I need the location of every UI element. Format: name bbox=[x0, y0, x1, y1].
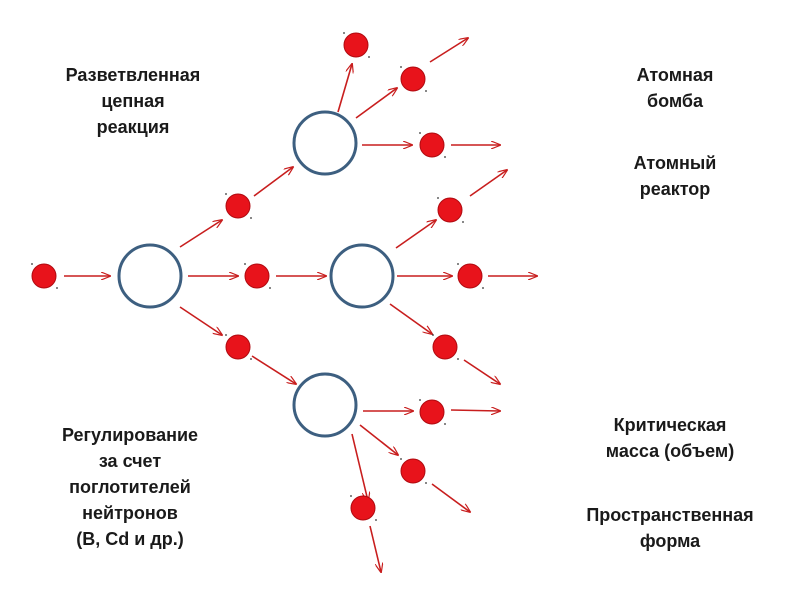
neutron-dot bbox=[56, 287, 58, 289]
nucleus bbox=[292, 372, 358, 438]
label-line: Пространственная bbox=[586, 505, 754, 525]
neutron-dot bbox=[269, 287, 271, 289]
neutron-ball bbox=[350, 495, 376, 521]
label-line: цепная bbox=[101, 91, 165, 111]
neutron-path-arrow bbox=[351, 433, 368, 501]
neutrons-layer bbox=[31, 32, 484, 521]
neutron-ball bbox=[244, 263, 270, 289]
neutron-ball bbox=[225, 193, 251, 219]
neutron-dot bbox=[457, 358, 459, 360]
neutron-ball bbox=[437, 197, 463, 223]
label-line: реакция bbox=[96, 117, 170, 137]
neutron-ball bbox=[419, 132, 445, 158]
neutron-path-arrow bbox=[355, 88, 397, 119]
neutron-ball bbox=[457, 263, 483, 289]
neutron-path-arrow bbox=[469, 170, 507, 197]
neutron bbox=[400, 66, 427, 92]
label-line: реактор bbox=[639, 179, 711, 199]
neutron bbox=[419, 399, 446, 425]
neutron bbox=[225, 334, 252, 360]
neutron-path-arrow bbox=[359, 424, 398, 455]
neutron-dot bbox=[425, 90, 427, 92]
neutron-path-arrow bbox=[395, 220, 436, 249]
neutron-path-arrow bbox=[369, 525, 381, 572]
neutron-dot bbox=[444, 156, 446, 158]
neutron-dot bbox=[225, 334, 227, 336]
neutron-dot bbox=[225, 193, 227, 195]
label-line: Регулирование bbox=[61, 425, 199, 445]
label-line: масса (объем) bbox=[605, 441, 735, 461]
neutron bbox=[225, 193, 252, 219]
neutron-ball bbox=[400, 66, 426, 92]
label-line: Разветвленная bbox=[65, 65, 201, 85]
neutron-ball bbox=[225, 334, 251, 360]
neutron-path-arrow bbox=[253, 167, 293, 197]
label-line: за счет bbox=[98, 451, 162, 471]
neutron-path-arrow bbox=[179, 306, 222, 335]
neutron-dot bbox=[462, 221, 464, 223]
nuclei-layer bbox=[117, 110, 395, 438]
neutron-dot bbox=[31, 263, 33, 265]
nucleus bbox=[329, 243, 395, 309]
neutron-dot bbox=[444, 423, 446, 425]
neutron bbox=[432, 334, 459, 360]
neutron-dot bbox=[244, 263, 246, 265]
label-line: бомба bbox=[646, 91, 704, 111]
neutron-dot bbox=[250, 217, 252, 219]
neutron bbox=[437, 197, 464, 223]
label-atomic-reactor: Атомный реактор bbox=[590, 150, 760, 202]
neutron-dot bbox=[419, 132, 421, 134]
arrows-layer bbox=[64, 38, 537, 572]
label-line: (B, Cd и др.) bbox=[76, 529, 184, 549]
neutron-dot bbox=[350, 495, 352, 497]
neutron-path-arrow bbox=[463, 359, 500, 384]
neutron-dot bbox=[250, 358, 252, 360]
neutron-path-arrow bbox=[450, 410, 500, 411]
label-line: Атомная bbox=[636, 65, 714, 85]
neutron-dot bbox=[375, 519, 377, 521]
neutron-dot bbox=[482, 287, 484, 289]
neutron-path-arrow bbox=[389, 303, 432, 334]
neutron bbox=[419, 132, 446, 158]
nucleus bbox=[292, 110, 358, 176]
neutron-dot bbox=[400, 66, 402, 68]
neutron-ball bbox=[343, 32, 369, 58]
label-branched-chain-reaction: Разветвленная цепная реакция bbox=[38, 62, 228, 140]
neutron-path-arrow bbox=[179, 220, 222, 248]
neutron-ball bbox=[31, 263, 57, 289]
label-line: Критическая bbox=[613, 415, 727, 435]
neutron-path-arrow bbox=[429, 38, 468, 63]
label-line: нейтронов bbox=[82, 503, 178, 523]
neutron bbox=[244, 263, 271, 289]
label-spatial-form: Пространственная форма bbox=[555, 502, 785, 554]
neutron-dot bbox=[432, 334, 434, 336]
label-atomic-bomb: Атомная бомба bbox=[590, 62, 760, 114]
label-regulation: Регулирование за счет поглотителей нейтр… bbox=[30, 422, 230, 552]
label-line: поглотителей bbox=[69, 477, 191, 497]
neutron-dot bbox=[368, 56, 370, 58]
neutron-dot bbox=[437, 197, 439, 199]
label-critical-mass: Критическая масса (объем) bbox=[570, 412, 770, 464]
neutron bbox=[350, 495, 377, 521]
neutron-path-arrow bbox=[251, 355, 296, 384]
label-line: Атомный bbox=[633, 153, 717, 173]
nucleus bbox=[117, 243, 183, 309]
neutron-dot bbox=[419, 399, 421, 401]
neutron-dot bbox=[425, 482, 427, 484]
neutron-dot bbox=[343, 32, 345, 34]
neutron-ball bbox=[400, 458, 426, 484]
neutron-ball bbox=[432, 334, 458, 360]
neutron-dot bbox=[400, 458, 402, 460]
neutron bbox=[400, 458, 427, 484]
neutron bbox=[457, 263, 484, 289]
neutron-ball bbox=[419, 399, 445, 425]
neutron bbox=[343, 32, 370, 58]
neutron bbox=[31, 263, 58, 289]
label-line: форма bbox=[639, 531, 701, 551]
neutron-path-arrow bbox=[337, 64, 352, 113]
neutron-path-arrow bbox=[431, 483, 470, 512]
neutron-dot bbox=[457, 263, 459, 265]
